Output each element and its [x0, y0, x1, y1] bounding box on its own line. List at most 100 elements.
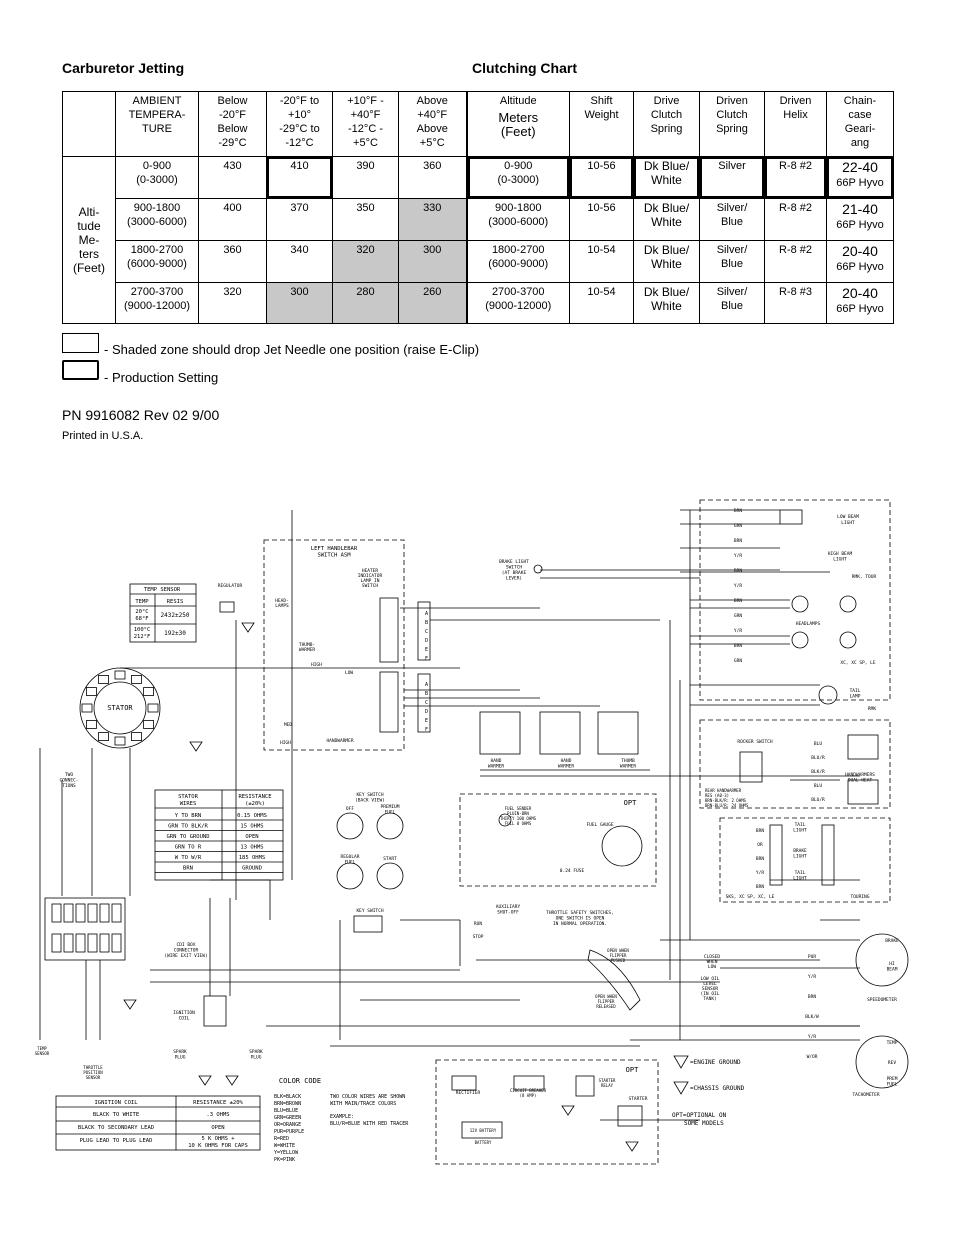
- regular-label: FUEL: [345, 860, 356, 866]
- hi-label: HIGH: [280, 740, 291, 746]
- key-switch-view: [336, 812, 364, 840]
- stator-table-head: STATOR: [178, 794, 199, 800]
- light-connector: [821, 824, 835, 886]
- temp-val: 212°F: [134, 634, 151, 640]
- rear-handwarmer-label: RES (A0-3): [705, 793, 729, 798]
- tail-lamp-label: TAIL: [850, 688, 861, 694]
- jet-size: 360: [398, 156, 468, 199]
- drive-clutch-spring: Dk Blue/White: [633, 156, 700, 199]
- run-label: RUN: [474, 921, 482, 927]
- fuel-sender-label: FULL 0 OHMS: [505, 821, 532, 826]
- driven-clutch-spring: Silver/Blue: [699, 240, 765, 283]
- hand-warmer-res: [479, 711, 521, 755]
- hand-warmer-res: [539, 711, 581, 755]
- two-conn-label: TIONS: [62, 783, 76, 789]
- ground-symbol: [189, 741, 203, 752]
- headlamps-switch-label: HEAD-: [275, 598, 289, 604]
- jet-size: 330: [398, 198, 468, 241]
- hand-warmer-label: WARMER: [558, 764, 575, 770]
- wire-color-label: BRN: [808, 994, 816, 1000]
- ignition-coil-label: IGNITION: [173, 1010, 195, 1016]
- ign-row: 5 K OHMS +: [201, 1136, 235, 1142]
- shift-weight: 10-56: [569, 156, 634, 199]
- production-legend-text: - Production Setting: [104, 370, 219, 385]
- spark-plug-label: PLUG: [251, 1055, 262, 1061]
- stator-coil: [114, 670, 126, 680]
- jet-size: 320: [198, 282, 267, 324]
- stop-label: STOP: [473, 934, 484, 940]
- flipper-released-label: OPEN WHEN: [595, 994, 617, 999]
- clutch-altitude: 0-900(0-3000): [466, 156, 570, 199]
- tps-label: THROTTLE: [83, 1065, 103, 1070]
- pin-letter: C: [425, 629, 428, 635]
- brake-switch-label: (AT BRAKE: [502, 570, 527, 576]
- lo-label: LOW: [345, 670, 353, 676]
- cdi-pin: [99, 933, 110, 953]
- tail-light-label: TAIL: [795, 870, 806, 876]
- fuel-sender: [498, 813, 512, 827]
- wire-color-label: BRN: [734, 538, 742, 544]
- headlamp: [791, 595, 809, 613]
- color-code-item: GRN=GREEN: [274, 1115, 301, 1121]
- flipper-pushed-label: FLIPPER: [610, 953, 627, 958]
- regulator-ground: [241, 622, 255, 633]
- color-code-note: TWO COLOR WIRES ARE SHOWN: [330, 1094, 405, 1100]
- circuit-breaker-label: (8 AMP): [520, 1093, 537, 1098]
- fuel-gauge-box: [459, 793, 657, 887]
- wire-color-label: BLK/R: [811, 769, 825, 775]
- handwarmers-dual-label: HANDWARMERS: [845, 772, 875, 778]
- connector-pins: [417, 673, 431, 733]
- driven-helix: R-8 #2: [764, 198, 827, 241]
- carb-jetting-title: Carburetor Jetting: [62, 60, 185, 76]
- circuit-breaker: [513, 1075, 545, 1091]
- battery-label: 12V BATTERY: [470, 1128, 497, 1133]
- wire-color-label: GRN: [734, 658, 742, 664]
- touring-label: TOURING: [851, 894, 870, 900]
- stator-table-head: WIRES: [180, 801, 197, 807]
- heater-lamp-label: INDICATOR: [358, 573, 383, 579]
- carb-altitude: 900-1800(3000-6000): [115, 198, 199, 241]
- shift-weight: 10-54: [569, 240, 634, 283]
- stator-coil: [114, 736, 126, 746]
- color-code-item: OR=ORANGE: [274, 1122, 301, 1128]
- two-conn-label: CONNEC-: [60, 778, 79, 784]
- starter-relay-label: RELAY: [601, 1083, 614, 1088]
- driven-clutch-spring: Silver/Blue: [699, 198, 765, 241]
- connector-pins: [417, 601, 431, 661]
- aux-shutoff-label: AUXILIARY: [496, 904, 521, 910]
- stator-coil: [86, 687, 97, 696]
- wire-color-label: BRN: [734, 508, 742, 514]
- starter-relay-label: STARTER: [599, 1078, 616, 1083]
- stator-coil: [143, 687, 154, 696]
- ground-symbol: [198, 1075, 212, 1086]
- color-code-item: Y=YELLOW: [274, 1150, 299, 1156]
- pin-letter: A: [425, 611, 428, 617]
- tail-brake-area: [719, 817, 891, 903]
- jet-size: 300: [398, 240, 468, 283]
- jet-size: 400: [198, 198, 267, 241]
- key-switch-view: [376, 862, 404, 890]
- starter-box: [435, 1059, 659, 1165]
- hi-label: HIGH: [311, 662, 322, 668]
- wire-color-label: Y/R: [756, 870, 764, 876]
- flipper-pushed-label: PUSHED: [611, 958, 626, 963]
- thumb-warmer-res: [597, 711, 639, 755]
- flipper-released-label: RELEASED: [596, 1004, 616, 1009]
- cdi-pin: [111, 933, 122, 953]
- stator-wire: GRN TO R: [175, 845, 202, 851]
- opt-note: SOME MODELS: [684, 1120, 724, 1127]
- pin-letter: E: [425, 718, 428, 724]
- high-beam-label: HIGH BEAM: [828, 551, 853, 557]
- jet-size: 300: [266, 282, 333, 324]
- left-handlebar-box: [263, 539, 405, 751]
- temp-col-header: -20°F to+10°-29°C to-12°C: [266, 91, 333, 157]
- driven-clutch-spring: Silver: [699, 156, 765, 199]
